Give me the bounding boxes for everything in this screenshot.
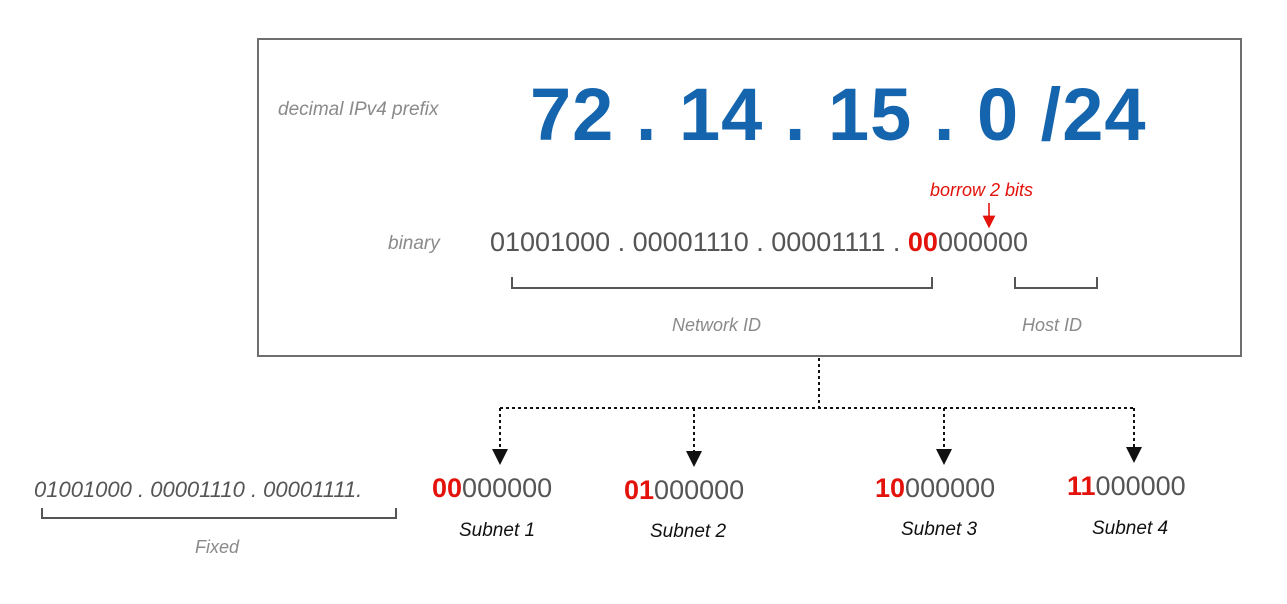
subnet-2-bits: 01 <box>624 475 655 505</box>
borrowed-bits: 00 <box>907 227 938 257</box>
prefix-value: 72 . 14 . 15 . 0 /24 <box>530 73 1147 156</box>
host-id-label: Host ID <box>1022 315 1083 335</box>
subnet-3-address: 10000000 <box>875 473 995 504</box>
binary-host-bits: 000000 <box>937 227 1029 257</box>
borrow-note: borrow 2 bits <box>930 180 1034 200</box>
network-id-bracket <box>511 277 933 289</box>
binary-address: 01001000 . 00001110 . 00001111 . 0000000… <box>490 227 1028 258</box>
prefix-box <box>257 38 1242 357</box>
binary-label: binary <box>388 233 440 254</box>
subnet-1-address: 00000000 <box>432 473 552 504</box>
binary-network-part: 01001000 . 00001110 . 00001111 . <box>490 227 908 257</box>
subnet-1-rest: 000000 <box>462 473 553 503</box>
subnet-4-rest: 000000 <box>1095 471 1186 501</box>
subnet-2-address: 01000000 <box>624 475 744 506</box>
subnet-1-bits: 00 <box>432 473 463 503</box>
fixed-address: 01001000 . 00001110 . 00001111. <box>34 477 363 502</box>
subnet-2-rest: 000000 <box>654 475 745 505</box>
fixed-bracket <box>41 508 397 519</box>
network-id-label: Network ID <box>672 315 762 335</box>
subnet-3-label: Subnet 3 <box>901 519 978 540</box>
subnet-4-label: Subnet 4 <box>1092 518 1169 539</box>
subnet-3-bits: 10 <box>875 473 906 503</box>
fixed-label: Fixed <box>195 537 240 557</box>
host-id-bracket <box>1014 277 1098 289</box>
subnet-2-label: Subnet 2 <box>650 521 727 542</box>
subnet-4-bits: 11 <box>1067 471 1096 501</box>
subnet-4-address: 11000000 <box>1067 471 1186 502</box>
subnet-3-rest: 000000 <box>905 473 996 503</box>
prefix-label: decimal IPv4 prefix <box>278 99 439 120</box>
subnet-1-label: Subnet 1 <box>459 520 536 541</box>
